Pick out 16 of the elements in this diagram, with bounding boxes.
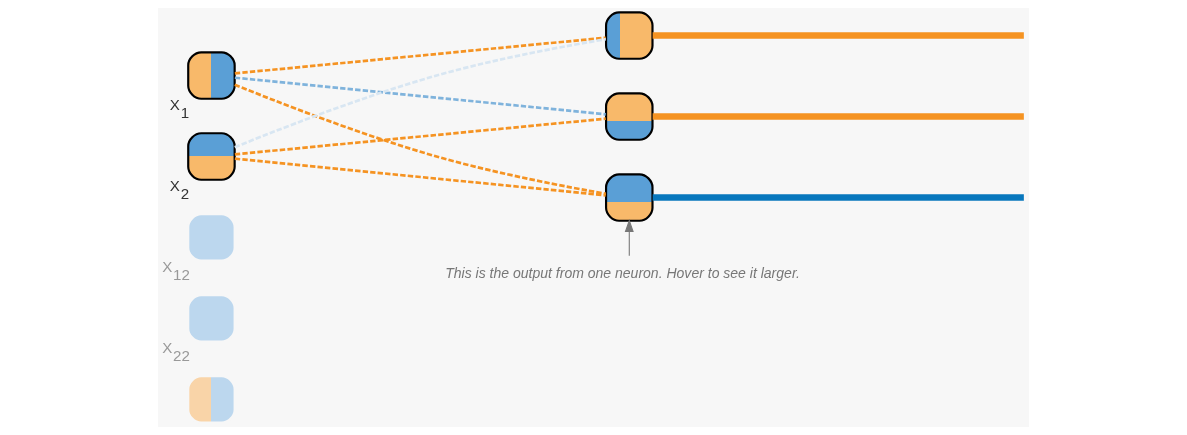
connector <box>234 83 607 196</box>
node-box <box>605 92 654 141</box>
node-box <box>605 11 654 60</box>
connector <box>234 157 606 197</box>
node-text: This is the output from one neuron. Hover to see it larger. <box>445 264 800 281</box>
node-box <box>187 375 236 424</box>
node-box <box>187 213 236 262</box>
node-box <box>605 173 654 222</box>
connector <box>234 37 607 149</box>
arrow <box>624 219 634 257</box>
connector <box>234 76 606 116</box>
node-box <box>187 132 236 181</box>
connector <box>234 36 606 75</box>
node-box <box>187 294 236 343</box>
connector <box>234 117 606 156</box>
node-box <box>187 51 236 100</box>
